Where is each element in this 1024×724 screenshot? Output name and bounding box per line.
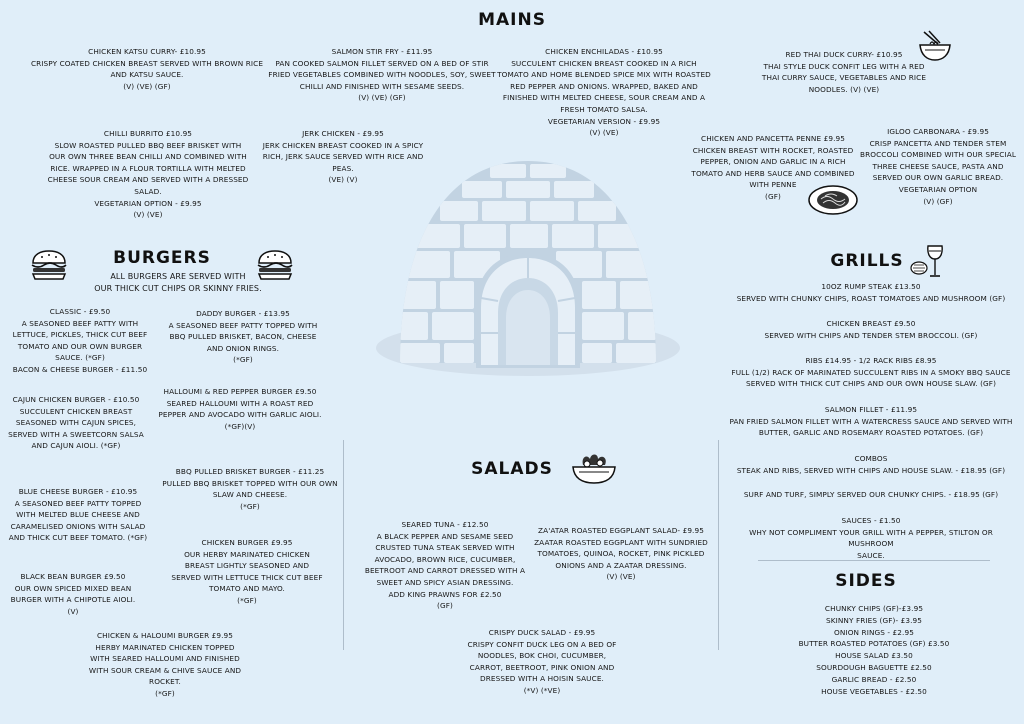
- list-item: ONION RINGS - £2.95: [834, 627, 914, 637]
- menu-item-surf-and-turf: SURF AND TURF, SIMPLY SERVED OUR CHUNKY …: [743, 490, 999, 499]
- divider-burgers-mid: [343, 440, 344, 650]
- list-item: BUTTER ROASTED POTATOES (GF) £3.50: [798, 639, 950, 649]
- list-item: SOURDOUGH BAGUETTE £2.50: [816, 662, 932, 672]
- list-item: CHUNKY CHIPS (GF)-£3.95: [824, 604, 924, 613]
- burger-icon: [31, 250, 67, 280]
- section-title-burgers: BURGERS: [113, 248, 211, 268]
- section-title-salads: SALADS: [471, 459, 553, 479]
- section-title-sides: SIDES: [835, 571, 897, 591]
- burgers-intro: ALL BURGERS ARE SERVED WITH OUR THICK CU…: [94, 272, 262, 294]
- sides-list: CHUNKY CHIPS (GF)-£3.95 SKINNY FRIES (GF…: [774, 603, 974, 697]
- list-item: SKINNY FRIES (GF)- £3.95: [825, 615, 923, 625]
- wine-glass-icon: [910, 245, 943, 277]
- divider-grills-sides: [758, 560, 990, 561]
- list-item: GARLIC BREAD - £2.50: [831, 674, 917, 684]
- divider-grills-mid: [718, 440, 719, 650]
- section-title-grills: GRILLS: [830, 251, 904, 271]
- list-item: HOUSE SALAD £3.50: [835, 651, 913, 661]
- noodle-bowl-icon: [919, 30, 951, 61]
- salad-bowl-icon: [572, 454, 616, 484]
- pasta-plate-icon: [808, 185, 858, 215]
- igloo-illustration: [376, 161, 680, 376]
- burger-icon: [257, 250, 293, 280]
- section-title-mains: MAINS: [478, 10, 546, 30]
- list-item: HOUSE VEGETABLES - £2.50: [821, 686, 927, 696]
